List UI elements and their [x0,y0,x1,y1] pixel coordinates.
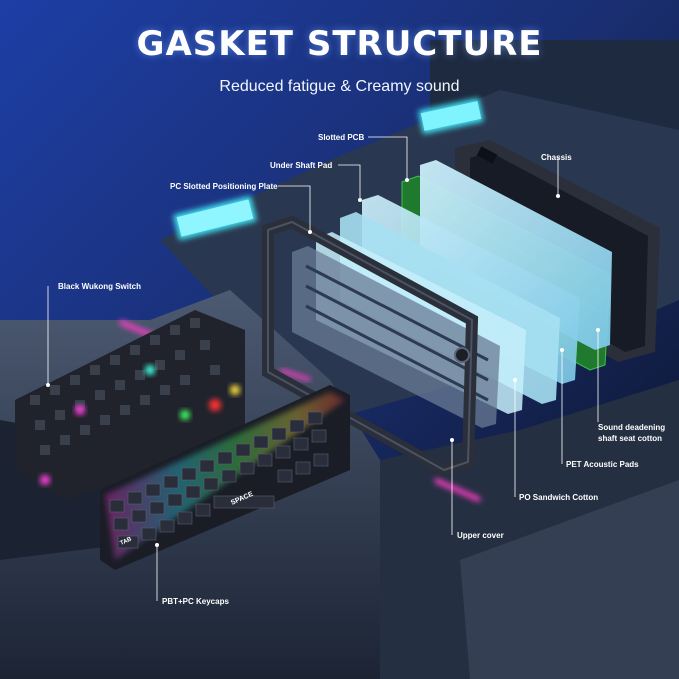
keycap-tab-label: TAB [119,536,133,547]
callout-chassis: Chassis [541,153,572,162]
neon-magenta-bottom [433,477,482,503]
pc-positioning-plate [292,246,500,428]
keycap-board: SPACE TAB [100,385,350,570]
callout-leaders [47,136,599,601]
callout-slotted-pcb: Slotted PCB [318,133,365,142]
upper-cover [262,215,479,477]
callout-black-wukong-switch: Black Wukong Switch [58,282,141,291]
neon-magenta-right [279,368,311,382]
callout-sound-deadening: Sound deadening shaft seat cotton [598,423,666,443]
callout-po-sandwich-cotton: PO Sandwich Cotton [519,493,599,502]
callout-upper-cover: Upper cover [457,531,504,540]
callout-under-shaft-pad: Under Shaft Pad [270,161,333,170]
callout-pc-plate: PC Slotted Positioning Plate [170,182,278,191]
callout-pet-acoustic-pads: PET Acoustic Pads [566,460,639,469]
neon-strip-mid-core [176,199,254,237]
page-title: GASKET STRUCTURE [136,24,543,64]
floor-bottom-right [460,480,679,679]
callout-keycaps: PBT+PC Keycaps [162,597,229,606]
callout-dots [46,178,600,547]
page-subtitle: Reduced fatigue & Creamy sound [219,78,460,95]
neon-strip-top-right-core [420,101,482,131]
